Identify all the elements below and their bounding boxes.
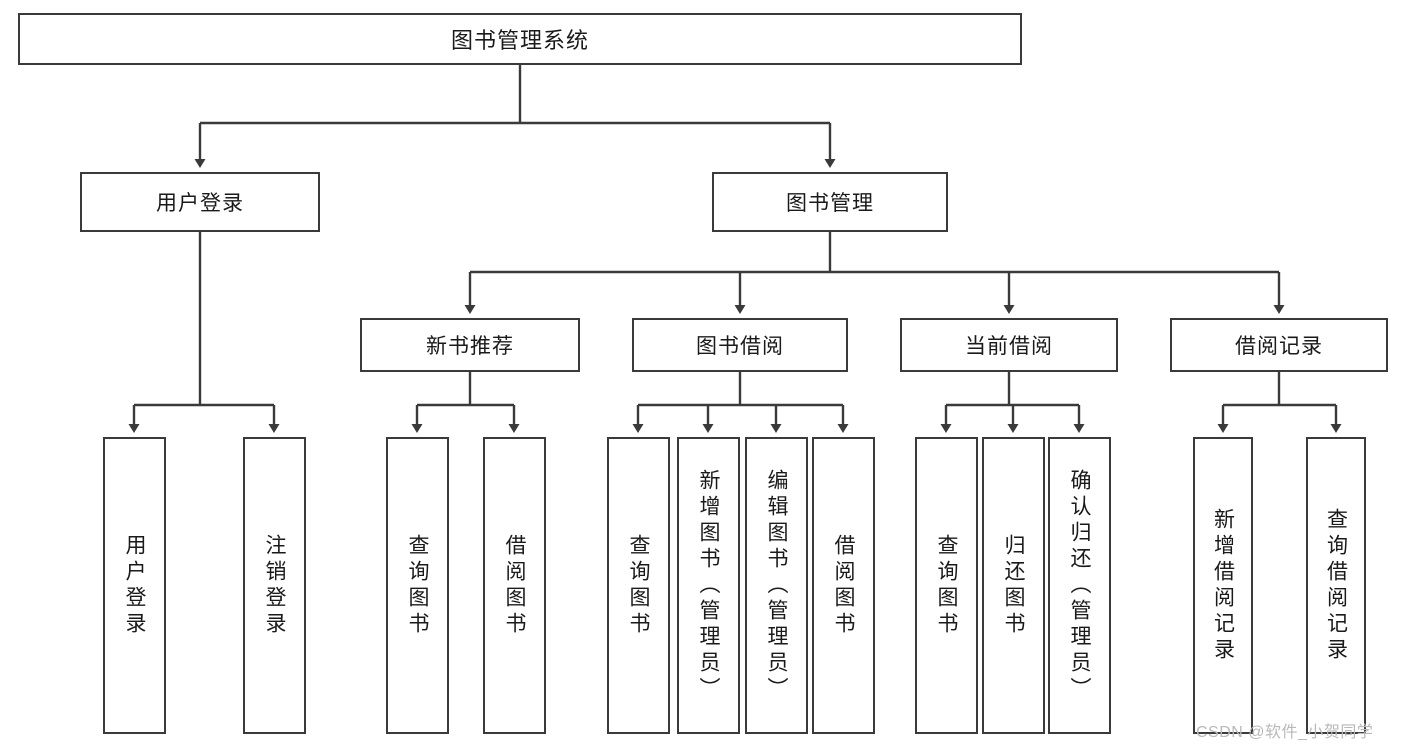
leaf-node-6[interactable]: 编辑图书（管理员） <box>745 437 808 734</box>
csdn-watermark: CSDN @软件_小贺同学 <box>1196 724 1374 741</box>
level3-node-2[interactable]: 当前借阅 <box>900 318 1118 372</box>
leaf-node-label: 查询图书 <box>935 533 958 638</box>
leaf-node-label: 借阅图书 <box>832 533 855 638</box>
leaf-node-label: 编辑图书（管理员） <box>765 468 788 703</box>
root-node-book-management-system[interactable]: 图书管理系统 <box>18 13 1022 65</box>
leaf-node-label: 确认归还（管理员） <box>1068 468 1091 703</box>
level2-node-1[interactable]: 图书管理 <box>712 172 948 232</box>
leaf-node-11[interactable]: 新增借阅记录 <box>1193 437 1253 734</box>
leaf-node-label: 借阅图书 <box>503 533 526 638</box>
leaf-node-5[interactable]: 新增图书（管理员） <box>677 437 740 734</box>
level3-node-0[interactable]: 新书推荐 <box>360 318 580 372</box>
leaf-node-label: 查询借阅记录 <box>1324 507 1348 664</box>
level3-node-3[interactable]: 借阅记录 <box>1170 318 1388 372</box>
leaf-node-label: 用户登录 <box>123 533 146 638</box>
leaf-node-9[interactable]: 归还图书 <box>982 437 1045 734</box>
leaf-node-label: 注销登录 <box>263 533 286 638</box>
leaf-node-10[interactable]: 确认归还（管理员） <box>1048 437 1111 734</box>
leaf-node-0[interactable]: 用户登录 <box>103 437 166 734</box>
level2-node-0[interactable]: 用户登录 <box>80 172 320 232</box>
leaf-node-label: 新增图书（管理员） <box>697 468 720 703</box>
leaf-node-4[interactable]: 查询图书 <box>607 437 670 734</box>
leaf-node-7[interactable]: 借阅图书 <box>812 437 875 734</box>
leaf-node-label: 归还图书 <box>1002 533 1025 638</box>
leaf-node-12[interactable]: 查询借阅记录 <box>1306 437 1366 734</box>
leaf-node-3[interactable]: 借阅图书 <box>483 437 546 734</box>
leaf-node-label: 查询图书 <box>406 533 429 638</box>
leaf-node-1[interactable]: 注销登录 <box>243 437 306 734</box>
leaf-node-8[interactable]: 查询图书 <box>915 437 978 734</box>
leaf-node-label: 新增借阅记录 <box>1211 507 1235 664</box>
leaf-node-2[interactable]: 查询图书 <box>386 437 449 734</box>
level3-node-1[interactable]: 图书借阅 <box>632 318 848 372</box>
leaf-node-label: 查询图书 <box>627 533 650 638</box>
